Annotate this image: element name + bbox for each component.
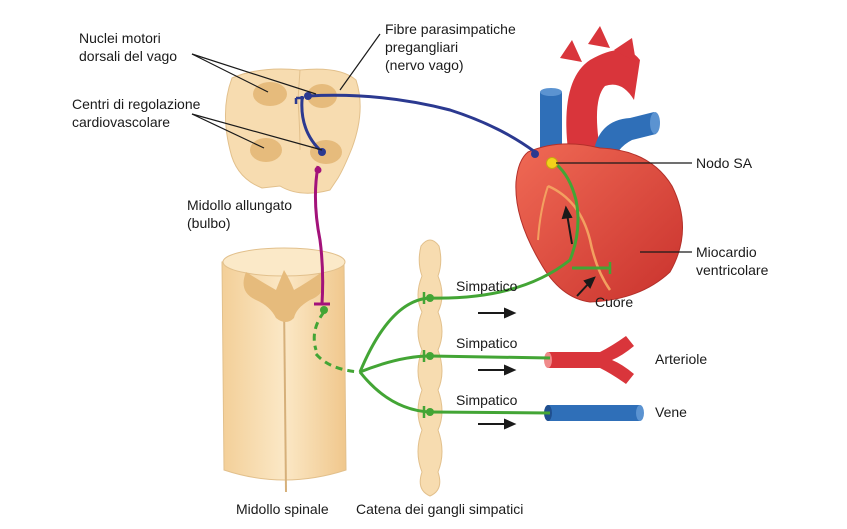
vein [544,405,644,421]
medulla-oblongata [224,68,361,194]
arteriole [544,336,634,384]
label-fibre-parasimpatiche: Fibre parasimpatiche pregangliari (nervo… [385,21,516,73]
descending-pathway [313,165,325,305]
label-miocardio: Miocardio ventricolare [696,244,769,278]
parasympathetic-pathway [294,93,536,154]
label-midollo-spinale: Midollo spinale [236,501,329,517]
heart-body [515,143,683,303]
spinal-cord [221,247,347,493]
gray-matter [243,270,325,322]
label-arteriole: Arteriole [655,351,708,367]
arrows [478,205,596,430]
label-vene: Vene [655,404,687,420]
heart [515,26,683,303]
label-cuore: Cuore [595,294,634,310]
sympathetic-pathways [312,162,610,415]
label-catena-gangli: Catena dei gangli simpatici [356,501,524,517]
label-simpatico-cuore: Simpatico [456,278,518,294]
dorsal-vagal-nucleus-left [253,82,287,106]
aortic-arch [566,50,640,150]
label-nodo-sa: Nodo SA [696,155,753,171]
sa-node [546,157,558,169]
label-simpatico-arteriole: Simpatico [456,335,518,351]
leader-lines [191,33,692,253]
sympathetic-ganglion-chain [417,239,443,497]
cardiovascular-center-left [250,138,282,162]
label-nuclei-motori: Nuclei motori dorsali del vago [79,30,178,64]
label-midollo-allungato: Midollo allungato (bulbo) [187,197,293,231]
label-centri-regolazione: Centri di regolazione cardiovascolare [72,96,201,130]
label-simpatico-vene: Simpatico [456,392,518,408]
superior-vena-cava [540,92,562,160]
